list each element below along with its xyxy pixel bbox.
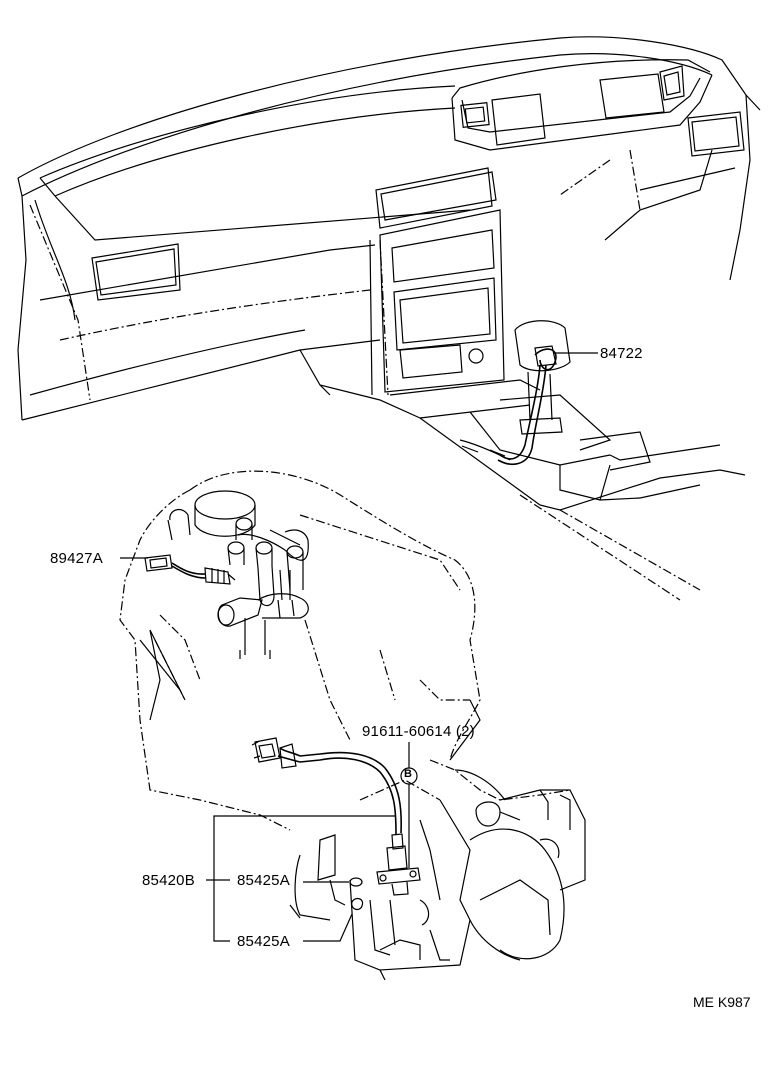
o-ring-lower [351,897,364,911]
diagram-reference-code: ME K987 [693,994,751,1010]
transmission-illustration [251,737,586,981]
part-label-89427A: 89427A [50,550,103,567]
sensor-89427A [144,554,236,585]
o-ring-upper [349,877,363,887]
shift-lock-harness [497,345,557,465]
dashboard-illustration [17,36,761,601]
part-label-84722: 84722 [600,345,643,362]
bolt-mark-letter: B [404,768,413,780]
engine-illustration [119,470,481,831]
leader-lines [120,352,598,942]
part-label-85425A-lower: 85425A [237,933,290,950]
part-label-91611-60614: 91611-60614 (2) [362,723,475,740]
speed-sensor-85420B [251,737,421,896]
part-label-85425A-upper: 85425A [237,872,290,889]
part-label-85420B: 85420B [142,872,195,889]
